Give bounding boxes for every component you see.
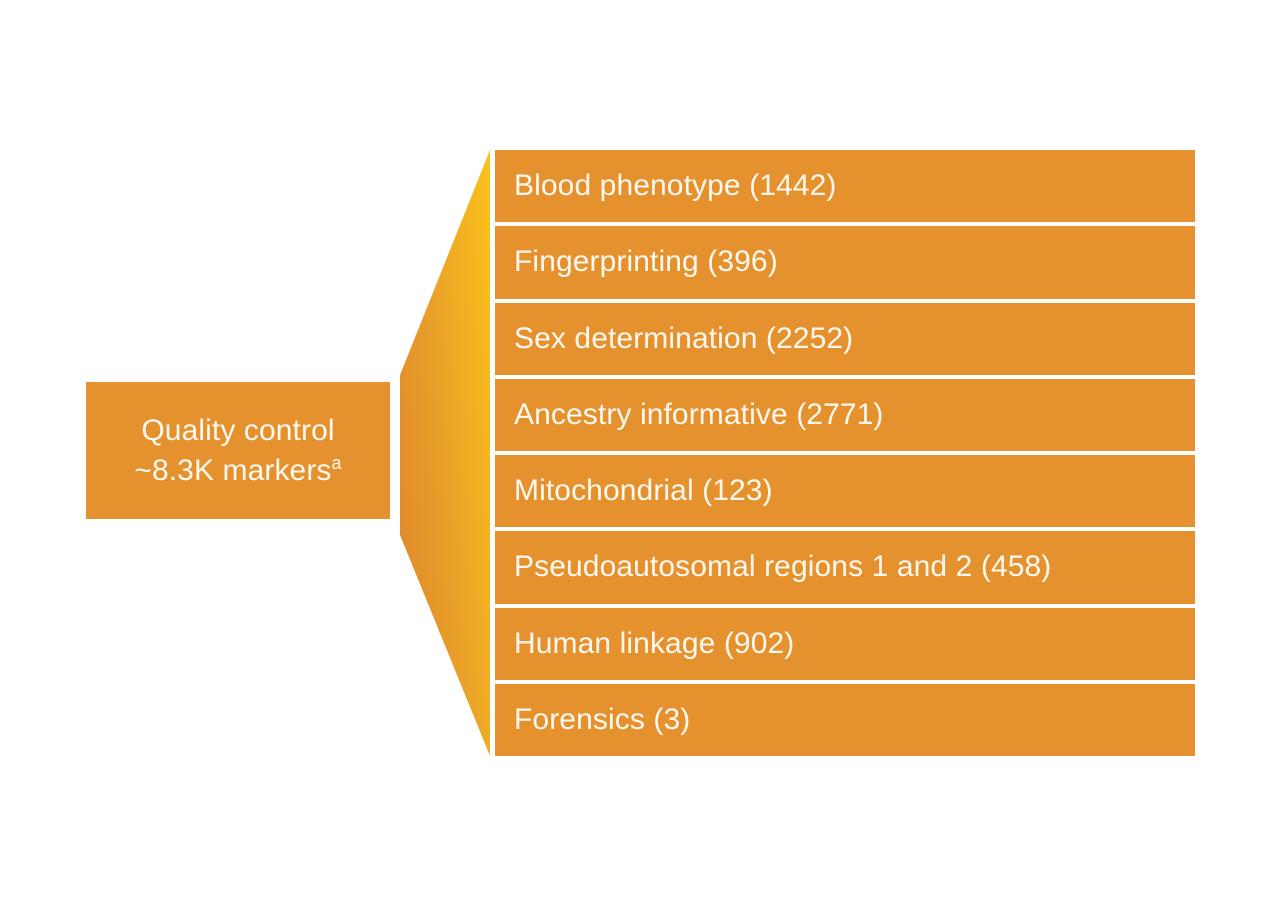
category-bar-sex-determination: Sex determination (2252): [495, 302, 1195, 375]
funnel-arrow-shape: [400, 150, 490, 756]
category-bar-list: Blood phenotype (1442) Fingerprinting (3…: [495, 150, 1195, 756]
footnote-marker: a: [331, 452, 342, 473]
source-title-line-2-text: ~8.3K markers: [134, 453, 332, 487]
category-label: Sex determination (2252): [514, 321, 854, 355]
category-bar-fingerprinting: Fingerprinting (396): [495, 226, 1195, 299]
category-bar-ancestry-informative: Ancestry informative (2771): [495, 378, 1195, 451]
category-label: Fingerprinting (396): [514, 245, 778, 279]
category-bar-pseudoautosomal-regions: Pseudoautosomal regions 1 and 2 (458): [495, 531, 1195, 604]
category-label: Ancestry informative (2771): [514, 397, 884, 431]
category-label: Human linkage (902): [514, 626, 795, 660]
category-bar-blood-phenotype: Blood phenotype (1442): [495, 150, 1195, 223]
category-label: Pseudoautosomal regions 1 and 2 (458): [514, 550, 1052, 584]
category-label: Mitochondrial (123): [514, 474, 773, 508]
category-label: Forensics (3): [514, 702, 691, 736]
source-title-line-1: Quality control: [141, 413, 335, 447]
category-label: Blood phenotype (1442): [514, 169, 837, 203]
source-title-line-2: ~8.3K markersa: [134, 451, 341, 491]
category-bar-forensics: Forensics (3): [495, 683, 1195, 756]
funnel-arrow: [396, 146, 496, 760]
category-bar-mitochondrial: Mitochondrial (123): [495, 455, 1195, 528]
category-bar-human-linkage: Human linkage (902): [495, 607, 1195, 680]
source-box-quality-control: Quality control ~8.3K markersa: [86, 382, 390, 519]
